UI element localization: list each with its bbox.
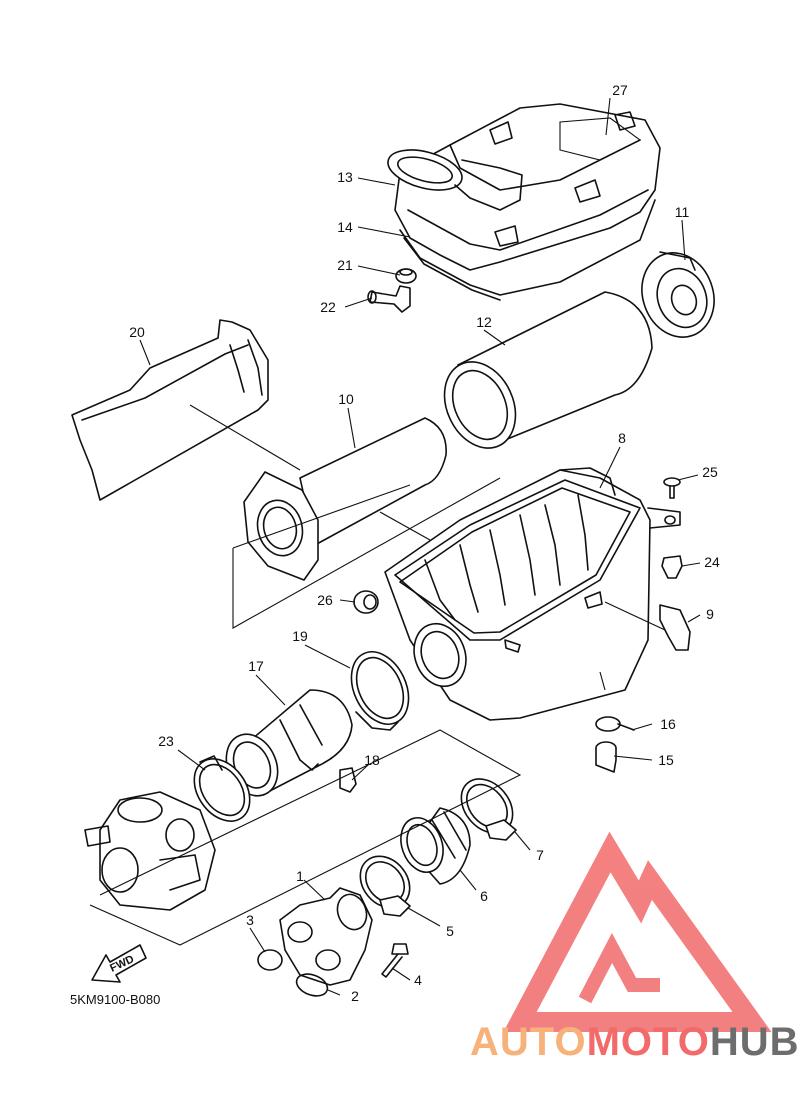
part-9-bracket [659, 604, 691, 651]
part-12-filter-element [443, 291, 653, 449]
callout-16: 16 [660, 716, 676, 732]
part-3-o-ring [257, 949, 283, 971]
callout-14: 14 [337, 219, 353, 235]
callout-1: 1 [296, 868, 304, 884]
part-25-screw [663, 477, 681, 499]
callout-6: 6 [480, 888, 488, 904]
callouts: 27 13 14 21 22 11 12 20 10 8 25 24 9 26 … [129, 82, 720, 1004]
callout-18: 18 [364, 752, 380, 768]
callout-13: 13 [337, 169, 353, 185]
watermark-text: AUTOMOTOHUB [470, 1020, 800, 1064]
callout-23: 23 [158, 733, 174, 749]
watermark-part-hub: HUB [710, 1020, 800, 1064]
part-15-drain-plug [595, 741, 617, 773]
watermark-triangle-outer [503, 831, 772, 1032]
callout-10: 10 [338, 391, 354, 407]
part-19-band [350, 651, 410, 731]
callout-11: 11 [675, 204, 690, 220]
callout-25: 25 [702, 464, 718, 480]
callout-9: 9 [706, 606, 714, 622]
drawing-code: 5KM9100-B080 [70, 992, 160, 1007]
part-2-o-ring [295, 973, 329, 997]
svg-text:AUTOMOTOHUB: AUTOMOTOHUB [470, 1020, 800, 1064]
leader-lines [139, 97, 701, 996]
part-13-intake-duct [387, 149, 523, 211]
part-22-elbow-fitting [367, 285, 411, 313]
part-18-fitting [339, 767, 357, 793]
assembly-frames [89, 404, 666, 946]
part-26-plug [353, 590, 379, 614]
callout-8: 8 [618, 430, 626, 446]
part-24-clip [661, 555, 683, 579]
callout-7: 7 [536, 847, 544, 863]
callout-27: 27 [612, 82, 628, 98]
callout-20: 20 [129, 324, 145, 340]
fwd-direction-arrow: FWD [91, 944, 147, 983]
callout-24: 24 [704, 554, 720, 570]
watermark-logo [503, 831, 772, 1032]
part-27-airbox-cover [394, 103, 661, 271]
part-5-band [359, 855, 411, 917]
callout-5: 5 [446, 923, 454, 939]
callout-19: 19 [292, 628, 308, 644]
part-16-spring-clip [595, 716, 635, 732]
callout-17: 17 [248, 658, 264, 674]
callout-15: 15 [658, 752, 674, 768]
part-6-joint [400, 807, 471, 885]
callout-2: 2 [351, 988, 359, 1004]
callout-22: 22 [320, 299, 336, 315]
part-7-band [460, 778, 517, 841]
part-8-airbox-case [384, 467, 681, 721]
watermark-part-auto: AUTO [470, 1020, 587, 1064]
watermark-part-moto: MOTO [587, 1020, 710, 1064]
callout-3: 3 [246, 912, 254, 928]
part-20-side-panel [71, 319, 269, 501]
part-11-end-cap [641, 251, 715, 338]
part-4-bolt [381, 943, 409, 978]
callout-21: 21 [337, 257, 353, 273]
part-21-grommet [395, 268, 417, 284]
part-23-band [193, 755, 251, 822]
watermark-triangle-inner [578, 933, 660, 1004]
part-14-cover-base [399, 199, 656, 301]
part-1-manifold [279, 887, 373, 986]
callout-12: 12 [476, 314, 492, 330]
callout-4: 4 [414, 972, 422, 988]
part-10-filter-cylinder [243, 417, 447, 581]
callout-26: 26 [317, 592, 333, 608]
